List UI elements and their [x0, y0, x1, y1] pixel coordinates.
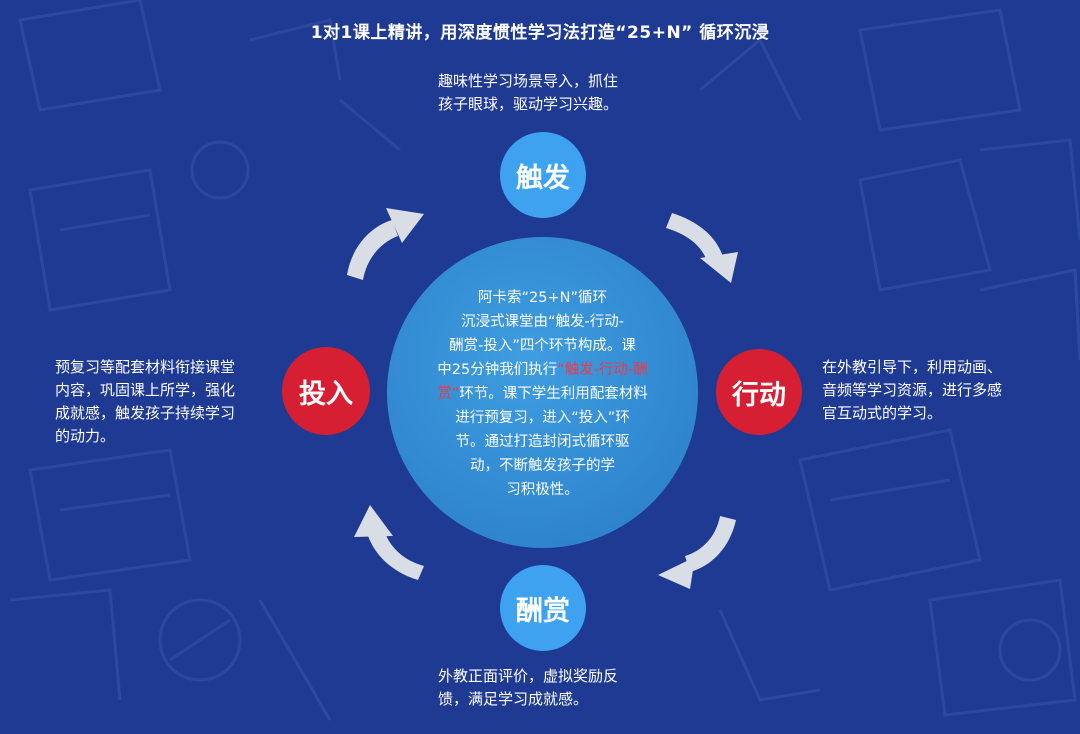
arrow-right-to-bottom	[658, 516, 736, 589]
description-line: 外教正面评价，虚拟奖励反	[438, 667, 619, 685]
description-line: 的动力。	[55, 427, 116, 445]
center-line: 中25分钟我们执行“触发-行动-酬	[405, 358, 680, 382]
node-reward: 酬赏	[500, 565, 586, 651]
center-line: 赏”环节。课下学生利用配套材料	[405, 382, 680, 406]
description-trigger: 趣味性学习场景导入，抓住 孩子眼球，驱动学习兴趣。	[438, 70, 668, 116]
description-line: 音频等学习资源，进行多感	[822, 381, 1003, 399]
center-line: 动，不断触发孩子的学	[470, 458, 615, 474]
headline: 1对1课上精讲，用深度惯性学习法打造“25+N” 循环沉浸	[310, 23, 770, 43]
description-investment: 预复习等配套材料衔接课堂 内容，巩固课上所学，强化 成就感，触发孩子持续学习 的…	[55, 356, 270, 448]
node-trigger: 触发	[500, 132, 586, 218]
center-line: 习积极性。	[506, 482, 579, 498]
center-highlight: 赏”	[437, 386, 460, 402]
description-line: 内容，巩固课上所学，强化	[55, 381, 236, 399]
arrow-top-to-right	[666, 213, 738, 283]
center-circle	[387, 237, 698, 548]
center-line: 沉浸式课堂由“触发-行动-	[461, 314, 624, 330]
description-line: 在外教引导下，利用动画、	[822, 358, 1003, 376]
description-line: 馈，满足学习成就感。	[438, 690, 589, 708]
center-highlight: “触发-行动-酬	[557, 362, 648, 378]
description-line: 孩子眼球，驱动学习兴趣。	[438, 95, 619, 113]
center-line: 阿卡索“25+N”循环	[478, 290, 607, 306]
description-line: 成就感，触发孩子持续学习	[55, 404, 236, 422]
arrow-bottom-to-left	[354, 505, 424, 580]
description-line: 预复习等配套材料衔接课堂	[55, 358, 236, 376]
description-line: 趣味性学习场景导入，抓住	[438, 72, 619, 90]
center-text: 环节。课下学生利用配套材料	[459, 386, 648, 402]
description-line: 官互动式的学习。	[822, 404, 943, 422]
description-reward: 外教正面评价，虚拟奖励反 馈，满足学习成就感。	[438, 665, 668, 711]
node-action: 行动	[716, 349, 802, 435]
node-investment: 投入	[282, 347, 370, 435]
center-line: 酬赏-投入”四个环节构成。课	[449, 338, 636, 354]
center-line: 节。通过打造封闭式循环驱	[455, 434, 630, 450]
center-description: 阿卡索“25+N”循环 沉浸式课堂由“触发-行动- 酬赏-投入”四个环节构成。课…	[405, 286, 680, 502]
center-line: 进行预复习，进入“投入”环	[455, 410, 630, 426]
center-text: 中25分钟我们执行	[437, 362, 558, 378]
arrow-left-to-top	[347, 208, 424, 280]
description-action: 在外教引导下，利用动画、 音频等学习资源，进行多感 官互动式的学习。	[822, 356, 1047, 425]
